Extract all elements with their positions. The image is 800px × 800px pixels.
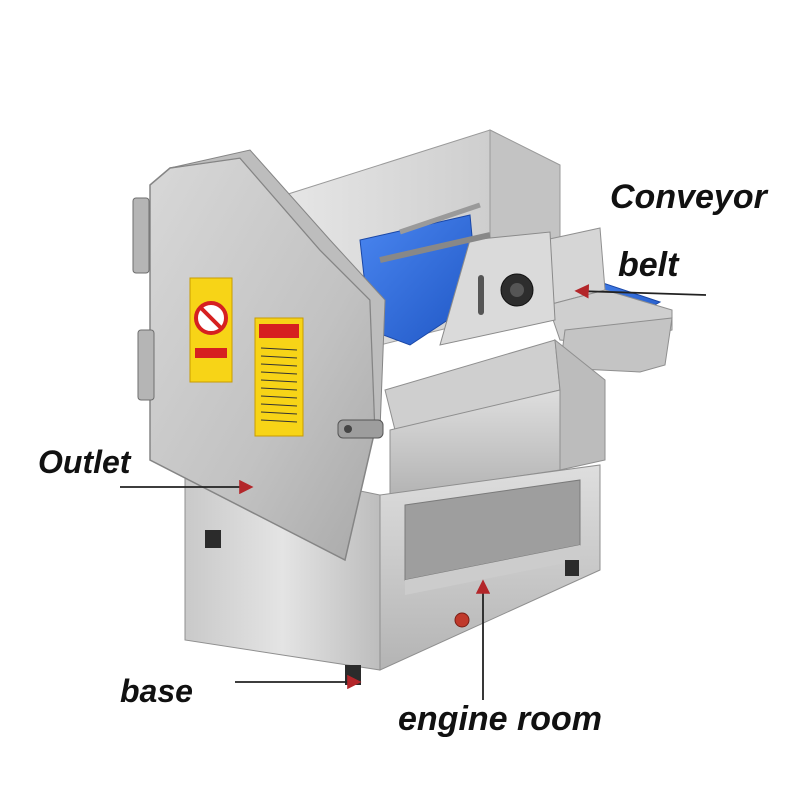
middle-panel — [384, 338, 606, 496]
blade-mechanism — [379, 202, 556, 346]
conveyor-leader — [574, 284, 707, 299]
callout-lines — [120, 284, 707, 700]
warning-sign-prohibition — [189, 277, 233, 383]
label-belt: belt — [618, 246, 679, 284]
label-engine-room: engine room — [398, 700, 603, 738]
label-conveyor: Conveyor — [610, 178, 767, 216]
warning-sign-notice — [254, 317, 304, 437]
label-outlet: Outlet — [38, 444, 131, 480]
door-latch — [337, 419, 384, 439]
label-base: base — [120, 673, 193, 709]
conveyor-tray — [544, 227, 673, 373]
door-hinges — [132, 197, 155, 401]
